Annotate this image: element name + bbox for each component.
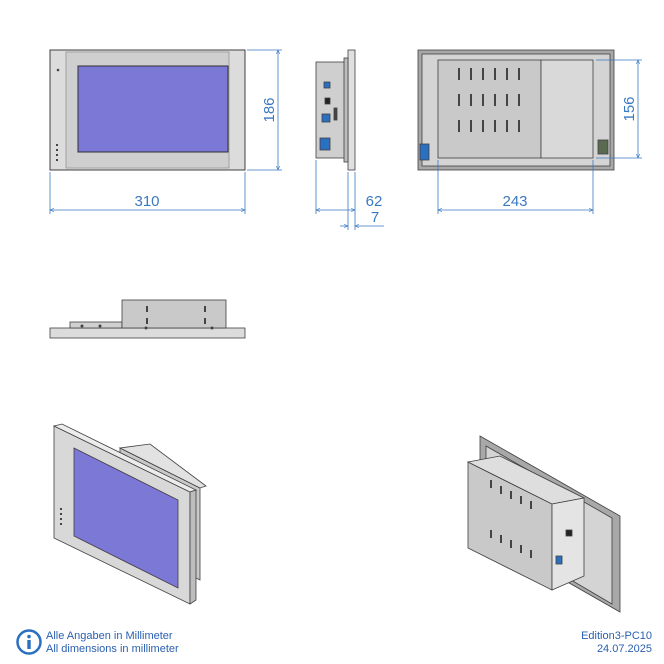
edition-info: Edition3-PC10 24.07.2025: [581, 630, 652, 656]
units-note-en: All dimensions in millimeter: [46, 643, 179, 655]
back-width-label: 243: [502, 193, 527, 210]
depth-label: 62: [366, 193, 383, 210]
side-view: [315, 49, 356, 171]
top-view: [49, 299, 246, 339]
front-dimensions: [50, 50, 282, 214]
edition-label: Edition3-PC10: [581, 630, 652, 642]
bezel-label: 7: [371, 209, 379, 226]
width-label: 310: [134, 193, 159, 210]
edition-date: 24.07.2025: [596, 643, 652, 655]
iso-front-view: [52, 423, 207, 605]
iso-back-view: [466, 435, 621, 613]
info-circle-icon: [16, 629, 42, 655]
height-label: 186: [261, 97, 278, 122]
back-dimensions: [438, 60, 642, 214]
side-dimensions: [316, 160, 384, 230]
units-note-de: Alle Angaben in Millimeter: [46, 630, 173, 642]
units-note: Alle Angaben in Millimeter All dimension…: [46, 630, 179, 656]
front-view: [49, 49, 246, 171]
back-view: [417, 49, 615, 171]
back-height-label: 156: [621, 96, 638, 121]
